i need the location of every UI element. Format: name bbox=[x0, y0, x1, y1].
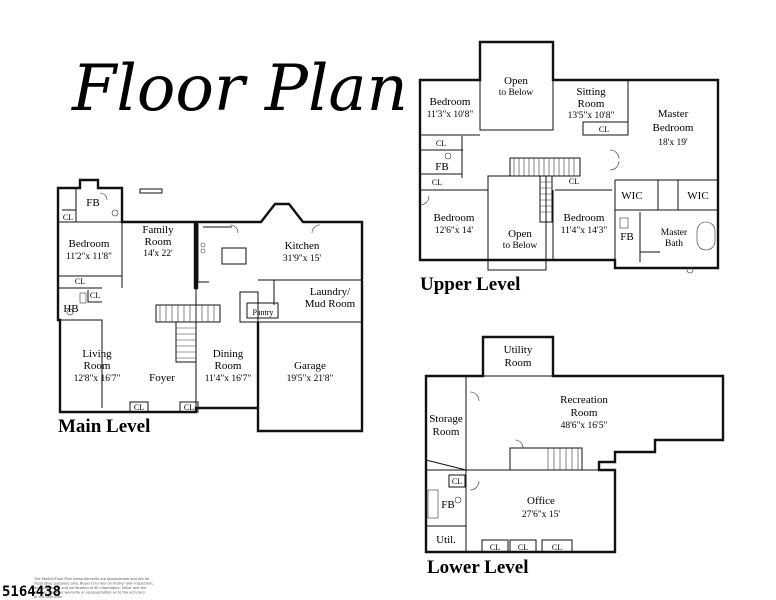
upper-bedroom2-label: Bedroom bbox=[434, 212, 475, 224]
disclaimer-line: The Sketch/Floor Plan measurements are a… bbox=[33, 577, 150, 581]
upper-master-bedroom-label: Master bbox=[658, 108, 689, 120]
lower-cl-label-3: CL bbox=[518, 543, 528, 552]
disclaimer-line: measurements and verification of all inf… bbox=[34, 586, 146, 590]
lower-office-label: Office bbox=[527, 495, 555, 507]
lower-recreation-room-label: Recreation bbox=[560, 394, 608, 406]
main-family-room-size: 14'x 22' bbox=[143, 249, 173, 259]
upper-master-bedroom-size: 18'x 19' bbox=[658, 138, 688, 148]
main-living-room-size: 12'8"x 16'7" bbox=[74, 374, 121, 384]
upper-cl-label-2: CL bbox=[436, 139, 446, 148]
lower-level-label: Lower Level bbox=[427, 557, 529, 578]
mls-number: 5164438 bbox=[2, 584, 61, 600]
upper-open-below-label: Open bbox=[504, 75, 528, 87]
main-cl-label: CL bbox=[63, 213, 73, 222]
upper-master-bath-label2: Bath bbox=[665, 239, 683, 249]
upper-master-bedroom-label2: Bedroom bbox=[653, 122, 694, 134]
main-bedroom-size: 11'2"x 11'8" bbox=[66, 252, 112, 262]
lower-office-size: 27'6"x 15' bbox=[522, 510, 560, 520]
lower-level-plan bbox=[424, 335, 725, 554]
main-foyer-label: Foyer bbox=[149, 372, 175, 384]
upper-bedroom1-size: 11'3"x 10'8" bbox=[427, 110, 474, 120]
upper-fb-label-2: FB bbox=[620, 231, 633, 243]
lower-fb-label: FB bbox=[441, 499, 454, 511]
upper-cl-label: CL bbox=[599, 125, 609, 134]
lower-recreation-room-size: 48'6"x 16'5" bbox=[561, 421, 608, 431]
main-living-room-label: Living bbox=[82, 348, 112, 360]
upper-cl-label-4: CL bbox=[569, 177, 579, 186]
main-fb-label: FB bbox=[86, 197, 99, 209]
main-kitchen-label: Kitchen bbox=[285, 240, 320, 252]
main-pantry-label: Pantry bbox=[253, 308, 274, 317]
main-dining-room-label2: Room bbox=[215, 360, 242, 372]
lower-utility-room-label2: Room bbox=[505, 357, 532, 369]
page-title: Floor Plan bbox=[71, 52, 408, 126]
upper-sitting-room-size: 13'5"x 10'8" bbox=[568, 111, 615, 121]
upper-open-below-label-2: Open bbox=[508, 228, 532, 240]
upper-open-below-label-2b: to Below bbox=[503, 241, 538, 251]
upper-wic-label: WIC bbox=[621, 190, 642, 202]
upper-bedroom2-size: 12'6"x 14' bbox=[435, 226, 473, 236]
disclaimer-line: of the floor plan. bbox=[34, 595, 63, 599]
main-living-room-label2: Room bbox=[84, 360, 111, 372]
main-cl-label-3: CL bbox=[90, 291, 100, 300]
disclaimer-line: illustrative purposes only. Buyer is to … bbox=[34, 582, 154, 586]
main-dining-room-label: Dining bbox=[213, 348, 244, 360]
main-cl-label-2: CL bbox=[75, 277, 85, 286]
upper-bedroom1-label: Bedroom bbox=[430, 96, 471, 108]
main-level-plan bbox=[56, 178, 364, 433]
main-level-label: Main Level bbox=[58, 416, 150, 437]
upper-open-below-label2: to Below bbox=[499, 88, 534, 98]
main-dining-room-size: 11'4"x 16'7" bbox=[205, 374, 252, 384]
disclaimer-line: Brokers make no warranty or representati… bbox=[34, 591, 145, 595]
upper-bedroom3-size: 11'4"x 14'3" bbox=[561, 226, 608, 236]
main-hb-label: HB bbox=[63, 303, 78, 315]
upper-master-bath-label: Master bbox=[661, 228, 688, 238]
upper-wic-label-2: WIC bbox=[687, 190, 708, 202]
main-family-room-label2: Room bbox=[145, 236, 172, 248]
lower-storage-room-label2: Room bbox=[433, 426, 460, 438]
lower-cl-label: CL bbox=[452, 477, 462, 486]
lower-recreation-room-label2: Room bbox=[571, 407, 598, 419]
lower-util-label: Util. bbox=[436, 534, 456, 546]
main-family-room-label: Family bbox=[142, 224, 174, 236]
upper-sitting-room-label: Sitting bbox=[576, 86, 606, 98]
upper-fb-label: FB bbox=[435, 161, 448, 173]
main-cl-label-4: CL bbox=[134, 403, 144, 412]
main-cl-label-5: CL bbox=[184, 403, 194, 412]
main-kitchen-size: 31'9"x 15' bbox=[283, 254, 321, 264]
main-laundry-label2: Mud Room bbox=[305, 298, 356, 310]
lower-storage-room-label: Storage bbox=[429, 413, 463, 425]
lower-utility-room-label: Utility bbox=[504, 344, 533, 356]
disclaimer-block: The Sketch/Floor Plan measurements are a… bbox=[33, 577, 154, 599]
main-garage-size: 19'5"x 21'8" bbox=[287, 374, 334, 384]
upper-bedroom3-label: Bedroom bbox=[564, 212, 605, 224]
main-garage-label: Garage bbox=[294, 360, 326, 372]
lower-cl-label-2: CL bbox=[490, 543, 500, 552]
main-laundry-label: Laundry/ bbox=[310, 286, 351, 298]
upper-level-label: Upper Level bbox=[420, 274, 520, 295]
upper-cl-label-3: CL bbox=[432, 178, 442, 187]
main-bedroom-label: Bedroom bbox=[69, 238, 110, 250]
upper-level-plan bbox=[418, 40, 720, 274]
upper-sitting-room-label2: Room bbox=[578, 98, 605, 110]
lower-cl-label-4: CL bbox=[552, 543, 562, 552]
